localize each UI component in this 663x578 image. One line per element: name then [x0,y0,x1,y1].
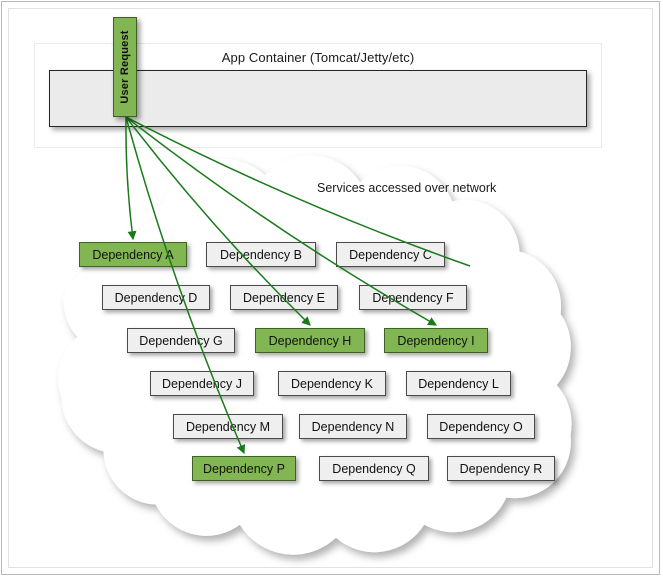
dependency-box[interactable]: Dependency P [192,456,296,481]
dependency-box-label: Dependency P [202,461,285,476]
dependency-box[interactable]: Dependency H [255,328,365,353]
dependency-box[interactable]: Dependency E [230,285,338,310]
dependency-box[interactable]: Dependency A [79,242,187,267]
dependency-box-label: Dependency G [139,333,223,348]
dependency-box-label: Dependency A [92,247,174,262]
user-request-label: User Request [119,30,131,104]
dependency-box-label: Dependency O [439,419,523,434]
dependency-box-label: Dependency B [219,247,302,262]
dependency-box[interactable]: Dependency K [278,371,386,396]
dependency-box-label: Dependency K [290,376,373,391]
dependency-box[interactable]: Dependency Q [319,456,429,481]
dependency-box[interactable]: Dependency M [173,414,283,439]
dependency-box[interactable]: Dependency R [447,456,555,481]
dependency-box-label: Dependency F [372,290,454,305]
dependency-box-label: Dependency L [418,376,499,391]
dependency-box-label: Dependency M [185,419,271,434]
dependency-box[interactable]: Dependency C [336,242,445,267]
dependency-box-label: Dependency J [162,376,242,391]
dependency-box[interactable]: Dependency D [102,285,210,310]
dependency-box[interactable]: Dependency G [127,328,235,353]
dependency-box[interactable]: Dependency B [206,242,316,267]
dependency-box[interactable]: Dependency L [406,371,511,396]
dependency-box[interactable]: Dependency F [359,285,467,310]
dependency-box-label: Dependency D [114,290,198,305]
network-cloud-label: Services accessed over network [317,181,497,195]
dependency-box-label: Dependency Q [332,461,416,476]
user-request-box[interactable]: User Request [113,17,137,117]
dependency-box-label: Dependency C [349,247,432,262]
dependency-box[interactable]: Dependency O [427,414,535,439]
dependency-box[interactable]: Dependency J [150,371,254,396]
dependency-box[interactable]: Dependency N [299,414,407,439]
dependency-box-label: Dependency E [242,290,325,305]
dependency-box[interactable]: Dependency I [384,328,488,353]
dependency-box-label: Dependency N [311,419,395,434]
dependency-box-label: Dependency R [459,461,543,476]
app-container-title: App Container (Tomcat/Jetty/etc) [221,50,415,65]
dependency-box-label: Dependency H [268,333,352,348]
dependency-box-label: Dependency I [397,333,475,348]
